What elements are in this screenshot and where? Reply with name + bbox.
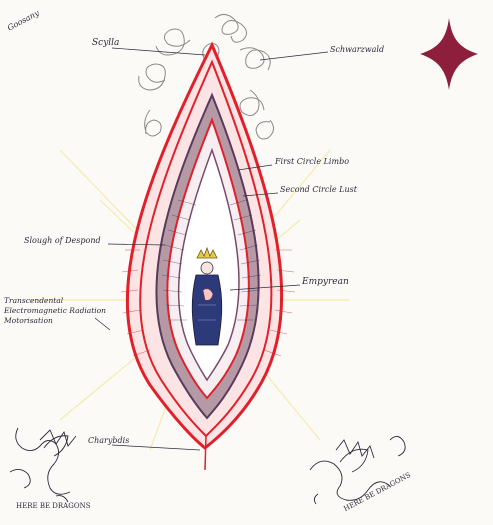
label-charybdis: Charybdis [88, 436, 129, 445]
dragon-caption-left: HERE BE DRAGONS [16, 502, 91, 510]
label-radiation-2: Electromagnetic Radiation [4, 306, 106, 315]
label-radiation-3: Motorisation [4, 316, 53, 325]
label-schwarzwald: Schwarzwald [330, 45, 384, 54]
dragon-left-icon [10, 428, 76, 502]
dragon-right-icon [310, 436, 405, 504]
label-slough: Slough of Despond [24, 236, 101, 245]
label-radiation-1: Transcendental [4, 296, 63, 305]
star-icon [420, 18, 478, 90]
label-second-circle: Second Circle Lust [280, 185, 357, 194]
label-first-circle: First Circle Limbo [275, 157, 349, 166]
label-scylla: Scylla [92, 38, 119, 48]
label-empyrean: Empyrean [302, 277, 349, 287]
